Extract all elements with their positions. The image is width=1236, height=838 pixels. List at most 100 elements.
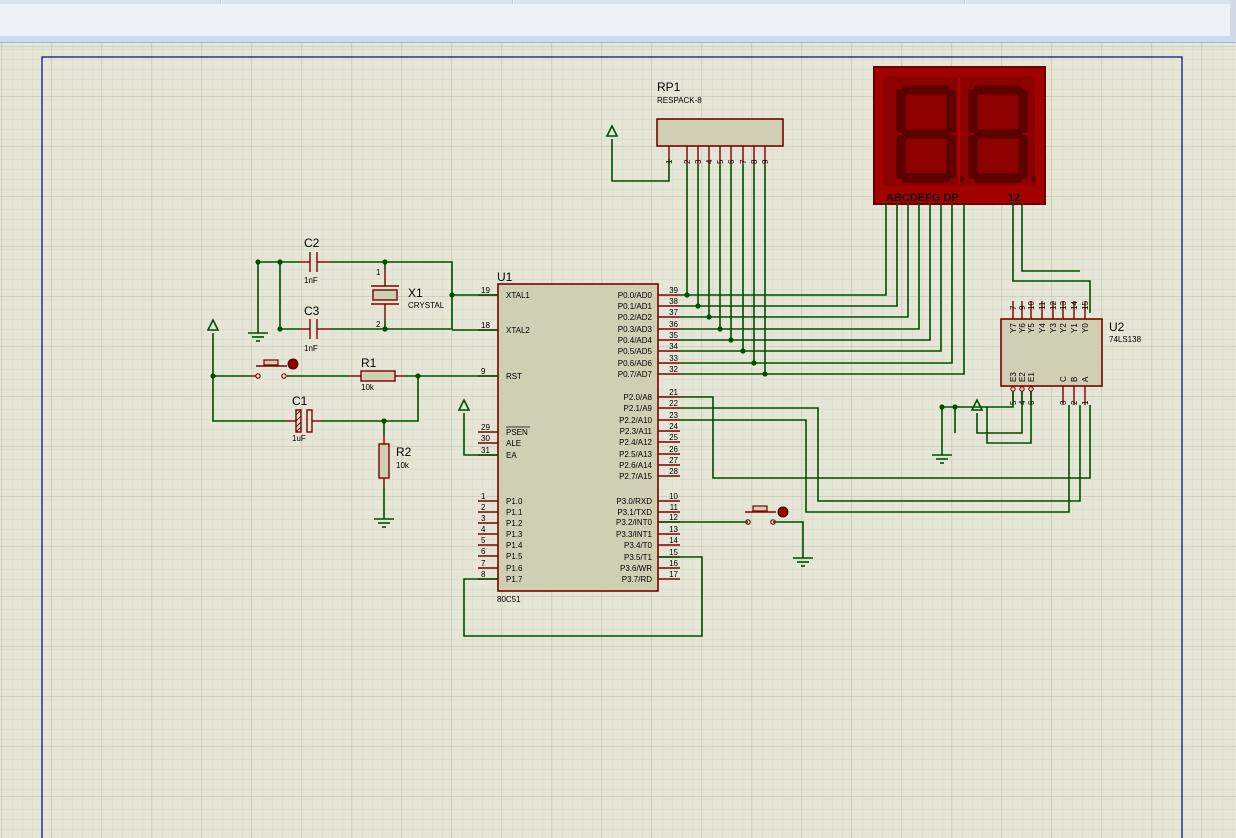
rp1-value: RESPACK-8 — [657, 96, 702, 105]
u1-left-pins: 19XTAL118XTAL29RST29PSEN30ALE31EA1P1.02P… — [478, 286, 530, 584]
r1-ref: R1 — [361, 356, 377, 370]
toolbar-segment — [966, 0, 1231, 4]
u1-pin-name: P0.4/AD4 — [618, 336, 653, 345]
u1-pin-name: P0.5/AD5 — [618, 347, 653, 356]
c3-value: 1nF — [304, 344, 318, 353]
toolbar-segment — [222, 0, 513, 4]
rp1-pin-number: 2 — [683, 159, 692, 164]
u1-pin-number: 1 — [481, 492, 486, 501]
u1-pin-number: 36 — [669, 320, 678, 329]
u1-pin-name: P0.2/AD2 — [618, 313, 653, 322]
r2-ref: R2 — [396, 445, 412, 459]
rp1-pin-number: 7 — [739, 159, 748, 164]
seven-segment-display[interactable]: ABCDEFG DP 12 — [873, 66, 1046, 205]
u2-pin-name: E1 — [1027, 372, 1036, 382]
u1-pin-number: 10 — [669, 492, 678, 501]
u1-pin-name: P1.5 — [506, 552, 523, 561]
toolbar-segment — [514, 0, 965, 4]
u2-pin-number: 3 — [1059, 400, 1068, 405]
u1-pin-number: 13 — [669, 525, 678, 534]
toolbar-area — [0, 0, 1236, 36]
u2-74ls138[interactable]: U2 74LS138 7Y79Y610Y511Y412Y313Y214Y115Y… — [1000, 301, 1142, 405]
u1-pin-number: 6 — [481, 547, 486, 556]
u1-pin-number: 32 — [669, 365, 678, 374]
c2-value: 1nF — [304, 276, 318, 285]
c3-capacitor[interactable]: C3 1nF — [300, 304, 330, 353]
u1-pin-name: P3.1/TXD — [617, 508, 652, 517]
u1-pin-number: 27 — [669, 456, 678, 465]
c2-capacitor[interactable]: C2 1nF — [300, 236, 330, 285]
u1-pin-number: 14 — [669, 536, 678, 545]
u1-pin-name: P2.6/A14 — [619, 461, 652, 470]
u1-pin-number: 18 — [481, 321, 490, 330]
rp1-pin-number: 8 — [750, 159, 759, 164]
u1-pin-number: 17 — [669, 570, 678, 579]
sheet-border — [41, 56, 1183, 838]
u2-pin-name: C — [1059, 376, 1068, 382]
x1-crystal[interactable]: 1 2 X1 CRYSTAL — [371, 268, 445, 329]
rp1-pin-number: 9 — [761, 159, 770, 164]
x1-value: CRYSTAL — [408, 301, 445, 310]
u1-pin-name: P0.6/AD6 — [618, 359, 653, 368]
u2-pin-name: B — [1070, 377, 1079, 382]
u1-pin-name: P1.2 — [506, 519, 523, 528]
u1-pin-number: 22 — [669, 399, 678, 408]
reset-pushbutton[interactable] — [250, 358, 299, 379]
u1-pin-name: P2.7/A15 — [619, 472, 652, 481]
seven-segment-digits — [896, 78, 1036, 184]
u1-pin-number: 12 — [669, 513, 678, 522]
int0-pushbutton[interactable] — [745, 505, 789, 525]
u1-pin-name: P1.0 — [506, 497, 523, 506]
u1-ref: U1 — [497, 270, 513, 284]
power-terminals — [206, 124, 984, 411]
u1-pin-name: P0.3/AD3 — [618, 325, 653, 334]
u1-pin-number: 30 — [481, 434, 490, 443]
u1-pin-number: 15 — [669, 548, 678, 557]
u1-pin-name: P3.7/RD — [622, 575, 652, 584]
u1-pin-number: 33 — [669, 354, 678, 363]
junctions — [210, 259, 958, 424]
c1-ref: C1 — [292, 394, 308, 408]
u1-pin-number: 7 — [481, 559, 486, 568]
u2-pin-number: 9 — [1018, 305, 1027, 310]
u1-80c51[interactable]: U1 80C51 19XTAL118XTAL29RST29PSEN30ALE31… — [478, 270, 680, 604]
u1-pin-number: 2 — [481, 503, 486, 512]
u1-pin-name: P3.6/WR — [620, 564, 652, 573]
u1-pin-name: P3.4/T0 — [624, 541, 653, 550]
r1-resistor[interactable]: R1 10k — [350, 356, 405, 392]
svg-text:2: 2 — [376, 320, 381, 329]
u1-pin-name: P2.3/A11 — [620, 427, 653, 436]
u2-pin-name: Y5 — [1027, 323, 1036, 333]
u1-pin-number: 38 — [669, 297, 678, 306]
u1-pin-name: P3.3/INT1 — [616, 530, 653, 539]
u1-pin-number: 9 — [481, 367, 486, 376]
u1-pin-name: RST — [506, 372, 522, 381]
u2-pin-name: Y1 — [1070, 323, 1079, 333]
u1-pin-number: 16 — [669, 559, 678, 568]
r2-resistor[interactable]: R2 10k — [378, 435, 412, 487]
u1-pin-name: P1.4 — [506, 541, 523, 550]
u1-pin-name: P0.0/AD0 — [618, 291, 653, 300]
u1-pin-name: P3.5/T1 — [624, 553, 653, 562]
u1-pin-name: P0.1/AD1 — [618, 302, 653, 311]
u1-pin-name: P2.5/A13 — [619, 450, 652, 459]
u2-pin-name: E3 — [1009, 372, 1018, 382]
tab-strip — [0, 36, 1236, 43]
c3-ref: C3 — [304, 304, 320, 318]
u1-pin-number: 21 — [669, 388, 678, 397]
segment-pin-labels: ABCDEFG DP — [886, 192, 959, 204]
u1-pin-number: 3 — [481, 514, 486, 523]
u1-pin-number: 28 — [669, 467, 678, 476]
toolbar-segment — [0, 0, 221, 4]
u1-pin-number: 31 — [481, 446, 490, 455]
u1-pin-name: P2.4/A12 — [619, 438, 652, 447]
u2-pin-name: Y2 — [1059, 323, 1068, 333]
u2-value: 74LS138 — [1109, 335, 1142, 344]
r1-value: 10k — [361, 383, 375, 392]
bus-wires — [680, 165, 1091, 513]
u1-pin-name: P1.1 — [506, 508, 523, 517]
c1-capacitor[interactable]: C1 1uF — [286, 394, 322, 443]
u2-pin-name: E2 — [1018, 372, 1027, 382]
